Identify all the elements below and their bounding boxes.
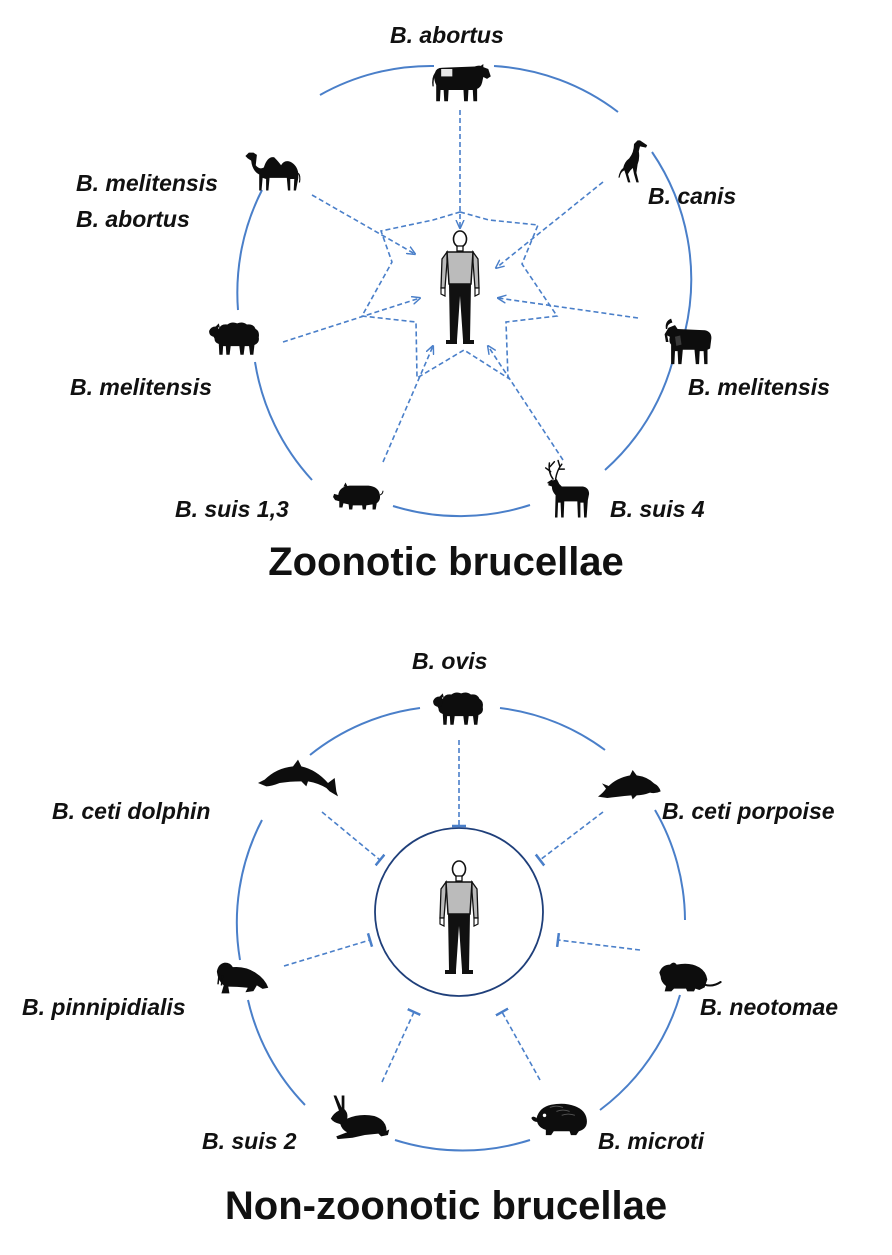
arrow-reindeer: [488, 346, 564, 461]
label-porpoise: B. ceti porpoise: [662, 798, 835, 824]
label-goat: B. melitensis: [688, 374, 830, 400]
label-sheep: B. melitensis: [70, 374, 212, 400]
label-reindeer: B. suis 4: [610, 496, 705, 522]
zoonotic-title: Zoonotic brucellae: [268, 540, 624, 584]
label-dog: B. canis: [648, 183, 737, 209]
hare-icon: [330, 1095, 390, 1140]
blocked-dolphin: [321, 811, 386, 867]
label-cattle: B. abortus: [390, 22, 504, 48]
blocked-woodrat: [555, 932, 641, 951]
zoonotic-ring-arc: [604, 359, 674, 471]
arrow-pig: [382, 346, 433, 463]
nonzoonotic-ring-arc: [599, 994, 681, 1111]
zoonotic-ring-arc: [392, 504, 531, 518]
reindeer-icon: [544, 459, 590, 519]
vole-icon: [530, 1103, 588, 1136]
nonzoonotic-human-icon: [439, 860, 479, 975]
nonzoonotic-ring-arc: [235, 819, 263, 961]
arrow-dog: [496, 181, 604, 268]
zoonotic-panel: [209, 64, 712, 519]
nonzoonotic-ring-arc: [309, 707, 421, 756]
porpoise-icon: [598, 770, 661, 800]
label-walrus: B. pinnipidialis: [22, 994, 186, 1020]
label-camel-line2: B. abortus: [76, 206, 190, 232]
nonzoonotic-ring-arc: [499, 707, 606, 751]
nonzoonotic-title: Non-zoonotic brucellae: [224, 1184, 668, 1228]
nonzoonotic-ring-arc: [394, 1139, 531, 1152]
nonzoonotic-panel: [216, 692, 722, 1152]
woodrat-icon: [658, 961, 722, 993]
sheep-icon: [433, 692, 483, 725]
zoonotic-ring-arc: [236, 189, 263, 311]
label-pig: B. suis 1,3: [175, 496, 289, 522]
zoonotic-ring-arc: [651, 151, 693, 333]
inner-ring: [374, 827, 544, 997]
zoonotic-ring-arc: [493, 65, 619, 113]
camel-icon: [244, 152, 301, 192]
blocked-vole: [495, 1007, 541, 1081]
blocked-walrus: [283, 932, 374, 967]
blocked-hare: [381, 1007, 421, 1083]
arrow-camel: [311, 194, 415, 254]
blocked-porpoise: [534, 811, 604, 867]
walrus-icon: [216, 961, 270, 995]
label-hare: B. suis 2: [202, 1128, 297, 1154]
arrow-goat: [498, 298, 639, 319]
cattle-icon: [432, 64, 491, 102]
dolphin-icon: [258, 759, 338, 797]
dog-icon: [618, 140, 648, 183]
label-dolphin: B. ceti dolphin: [52, 798, 211, 824]
arrow-sheep: [282, 298, 420, 343]
label-camel-line1: B. melitensis: [76, 170, 218, 196]
zoonotic-star: [360, 211, 559, 380]
nonzoonotic-ring-arc: [247, 999, 306, 1106]
goat-icon: [664, 318, 712, 365]
label-woodrat: B. neotomae: [700, 994, 839, 1020]
sheep-icon: [209, 322, 259, 355]
nonzoonotic-ring-arc: [654, 809, 686, 921]
zoonotic-human-icon: [440, 230, 480, 345]
zoonotic-ring-arc: [319, 64, 435, 96]
label-vole: B. microti: [598, 1128, 705, 1154]
pig-icon: [332, 481, 384, 511]
zoonotic-ring-arc: [254, 361, 313, 481]
label-ovis: B. ovis: [412, 648, 488, 674]
